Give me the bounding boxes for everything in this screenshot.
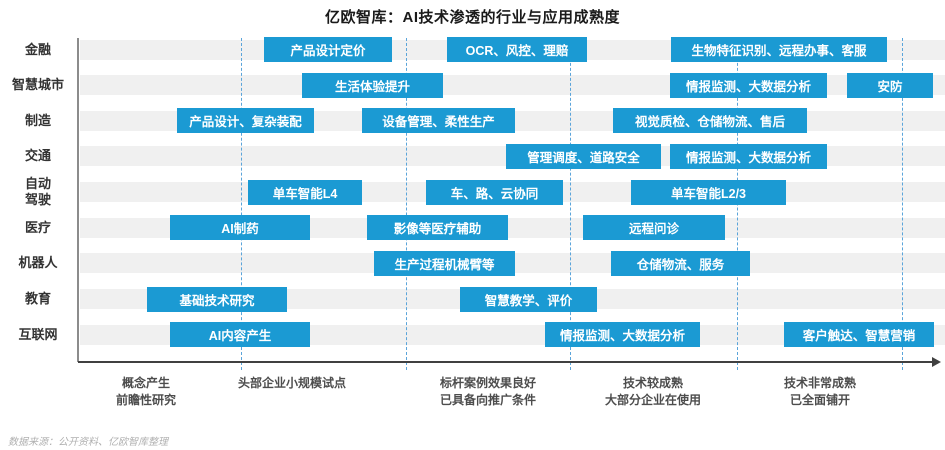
app-box: 管理调度、道路安全	[506, 143, 661, 169]
app-box-label: 情报监测、大数据分析	[685, 79, 811, 94]
app-box: 安防	[847, 72, 933, 98]
industry-label: 互联网	[0, 327, 76, 343]
industry-label-line: 金融	[24, 41, 51, 57]
industry-label: 机器人	[0, 255, 76, 271]
app-box: 基础技术研究	[147, 286, 287, 312]
app-box-label: 设备管理、柔性生产	[382, 115, 495, 130]
stage-label: 技术较成熟大部分企业在使用	[605, 375, 701, 409]
industry-label: 交通	[0, 148, 76, 164]
industry-label: 教育	[0, 291, 76, 307]
stage-label-line: 前瞻性研究	[115, 393, 177, 407]
x-axis-line	[78, 361, 933, 363]
app-box: 远程问诊	[583, 215, 725, 241]
app-box-label: 管理调度、道路安全	[527, 150, 640, 165]
app-box: 仓储物流、服务	[611, 250, 750, 276]
stage-label-line: 概念产生	[121, 376, 171, 390]
stage-label-line: 技术较成熟	[622, 376, 684, 390]
industry-label-line: 教育	[24, 291, 51, 307]
app-box-label: 生活体验提升	[334, 79, 410, 94]
app-box: 生活体验提升	[302, 72, 443, 98]
app-box: 设备管理、柔性生产	[362, 108, 515, 134]
industry-label: 金融	[0, 42, 76, 58]
industry-label: 自动驾驶	[0, 176, 76, 208]
stage-label: 技术非常成熟已全面铺开	[784, 375, 856, 409]
app-box-label: 客户触达、智慧营销	[802, 329, 916, 344]
app-box-label: 产品设计定价	[290, 44, 366, 58]
stage-divider-line	[241, 38, 242, 370]
app-box-label: 视觉质检、仓储物流、售后	[634, 115, 785, 130]
app-box-label: 生物特征识别、远程办事、客服	[691, 44, 867, 58]
industry-label-line: 医疗	[24, 219, 51, 235]
app-box: 产品设计定价	[264, 37, 392, 62]
app-box: 情报监测、大数据分析	[670, 143, 827, 169]
app-box-label: 情报监测、大数据分析	[685, 150, 811, 165]
app-box-label: 产品设计、复杂装配	[189, 115, 302, 130]
stage-divider-line	[902, 38, 903, 370]
app-box: OCR、风控、理赔	[447, 37, 587, 62]
app-box-label: AI内容产生	[208, 329, 272, 344]
app-box: 生产过程机械臂等	[374, 250, 515, 276]
app-box-label: 车、路、云协同	[450, 186, 539, 201]
app-box: 单车智能L2/3	[631, 179, 786, 205]
app-box: 产品设计、复杂装配	[177, 108, 314, 134]
app-box-label: 安防	[877, 79, 903, 94]
stage-label: 头部企业小规模试点	[238, 375, 346, 392]
app-box-label: 仓储物流、服务	[636, 257, 725, 272]
app-box-label: 影像等医疗辅助	[393, 222, 482, 237]
app-box-label: 智慧教学、评价	[484, 293, 573, 308]
stage-label-line: 标杆案例效果良好	[439, 376, 537, 390]
stage-label-line: 已具备向推广条件	[439, 393, 537, 407]
app-box: 影像等医疗辅助	[367, 215, 508, 241]
app-box-label: 远程问诊	[628, 222, 679, 237]
x-axis-arrow-icon	[932, 357, 941, 367]
industry-label: 智慧城市	[0, 77, 76, 93]
chart-title: 亿欧智库：AI技术渗透的行业与应用成熟度	[324, 9, 620, 26]
industry-label-line: 互联网	[18, 326, 58, 342]
industry-label: 制造	[0, 113, 76, 129]
app-box: 单车智能L4	[248, 179, 362, 205]
app-box-label: 基础技术研究	[179, 293, 255, 308]
app-box: 情报监测、大数据分析	[545, 322, 700, 348]
stage-divider-line	[570, 38, 571, 370]
app-box: 智慧教学、评价	[460, 286, 597, 312]
app-box: 视觉质检、仓储物流、售后	[613, 108, 807, 134]
industry-label-line: 自动	[24, 176, 51, 192]
app-box-label: 单车智能L4	[272, 186, 338, 201]
app-box-label: AI制药	[221, 222, 259, 237]
app-box-label: 生产过程机械臂等	[394, 257, 495, 272]
stage-label-line: 大部分企业在使用	[604, 393, 702, 407]
app-box: 情报监测、大数据分析	[670, 72, 827, 98]
app-box: 车、路、云协同	[426, 179, 563, 205]
app-box: 客户触达、智慧营销	[784, 322, 934, 348]
stage-divider-line	[406, 38, 407, 370]
app-box: AI内容产生	[170, 322, 310, 348]
app-box-label: 情报监测、大数据分析	[559, 329, 685, 344]
stage-label: 标杆案例效果良好已具备向推广条件	[440, 375, 536, 409]
source-note: 数据来源：公开资料、亿欧智库整理	[8, 437, 168, 448]
industry-label-line: 制造	[24, 112, 51, 128]
industry-label-line: 机器人	[18, 255, 58, 271]
app-box-label: OCR、风控、理赔	[465, 44, 569, 58]
app-box: 生物特征识别、远程办事、客服	[671, 37, 887, 62]
app-box-label: 单车智能L2/3	[670, 186, 746, 201]
stage-label-line: 技术非常成熟	[783, 376, 857, 390]
stage-label: 概念产生前瞻性研究	[116, 375, 176, 409]
stage-label-line: 头部企业小规模试点	[237, 376, 347, 390]
y-axis-line	[77, 38, 79, 362]
stage-label-line: 已全面铺开	[789, 393, 851, 407]
app-box: AI制药	[170, 215, 310, 241]
industry-label-line: 智慧城市	[11, 77, 64, 93]
industry-label-line: 驾驶	[24, 192, 51, 208]
industry-label: 医疗	[0, 220, 76, 236]
industry-label-line: 交通	[24, 148, 51, 164]
